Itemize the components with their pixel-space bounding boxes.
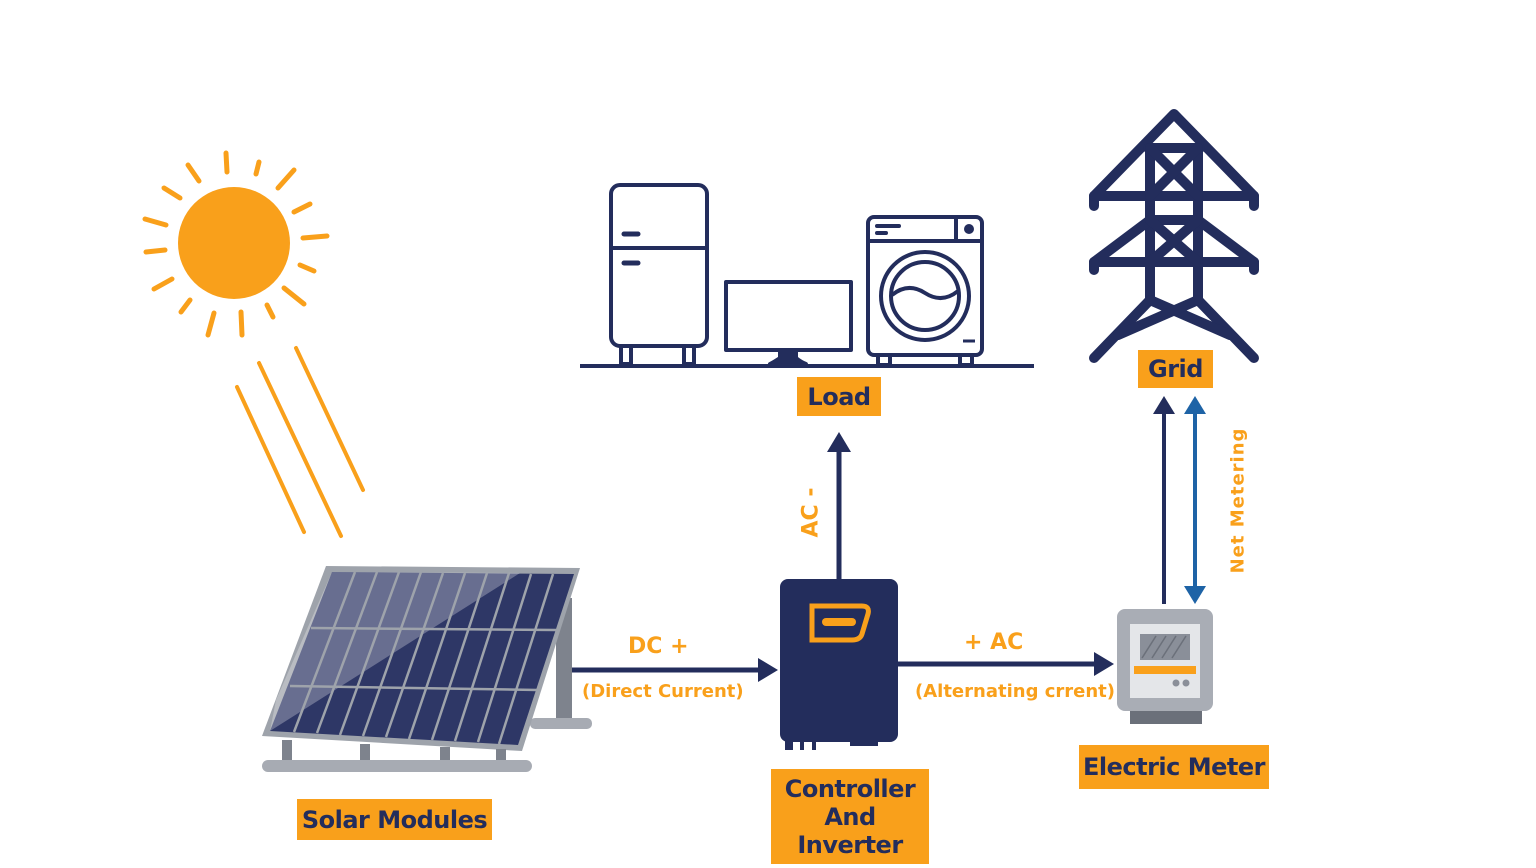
ac-out-arrow xyxy=(898,652,1114,676)
solar-modules-label: Solar Modules xyxy=(297,799,492,840)
grid-label: Grid xyxy=(1138,350,1213,388)
washing-machine-icon xyxy=(866,215,984,367)
ac-out-sublabel: (Alternating crrent) xyxy=(915,681,1115,702)
electric-meter-icon xyxy=(1117,609,1213,724)
grid-label-text: Grid xyxy=(1148,355,1203,383)
inverter-icon xyxy=(780,579,898,750)
refrigerator-icon xyxy=(609,183,709,366)
inverter-label: Controller And Inverter xyxy=(771,769,929,864)
sun-icon xyxy=(142,150,330,338)
ac-out-label: + AC xyxy=(964,630,1024,655)
transmission-tower-icon xyxy=(1089,109,1259,363)
dc-sublabel: (Direct Current) xyxy=(582,681,744,702)
load-appliances xyxy=(580,183,1034,368)
sun-rays-beam xyxy=(235,346,365,538)
grid-export-arrow xyxy=(1153,396,1175,604)
net-metering-arrow xyxy=(1184,396,1206,604)
electric-meter-label-text: Electric Meter xyxy=(1083,753,1266,781)
inverter-label-line2: And xyxy=(824,802,876,831)
inverter-label-line1: Controller xyxy=(784,774,916,803)
net-metering-label: Net Metering xyxy=(1227,427,1249,574)
load-label: Load xyxy=(797,377,881,416)
monitor-icon xyxy=(724,280,853,366)
ac-load-label: AC - xyxy=(798,487,824,538)
load-label-text: Load xyxy=(807,382,871,411)
dc-label: DC + xyxy=(628,634,689,659)
inverter-label-line3: Inverter xyxy=(797,830,903,859)
solar-panel-icon xyxy=(262,566,592,772)
solar-modules-label-text: Solar Modules xyxy=(301,805,488,834)
dc-arrow xyxy=(572,658,778,682)
electric-meter-label: Electric Meter xyxy=(1079,745,1269,789)
ac-load-arrow xyxy=(827,432,851,579)
